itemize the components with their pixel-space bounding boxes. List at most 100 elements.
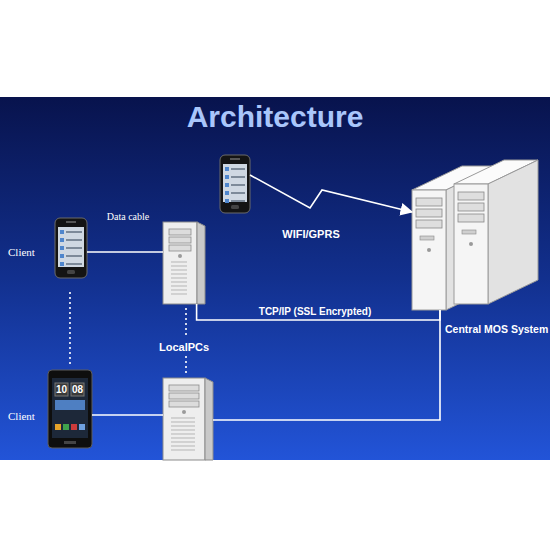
drive-bay <box>169 385 199 391</box>
server-node: Central MOS System <box>412 160 546 310</box>
vent-line <box>171 450 195 451</box>
vent-line <box>171 430 195 431</box>
power-button <box>427 248 431 252</box>
app-icon <box>79 424 85 430</box>
drive-slot <box>420 236 434 240</box>
vent-line <box>171 294 187 295</box>
dotted-line <box>69 292 71 364</box>
app-icon <box>71 424 77 430</box>
vent-line <box>171 282 187 283</box>
client-phone: Client <box>48 370 92 448</box>
vent-line <box>171 426 195 427</box>
mobile-phone <box>220 155 250 213</box>
screen-icon <box>60 262 64 266</box>
phone-screen <box>52 378 88 438</box>
connector-line <box>197 304 440 320</box>
screen-icon <box>60 238 64 242</box>
connector-line <box>213 310 440 420</box>
phone-screen <box>223 164 247 202</box>
device-illustration <box>48 370 92 448</box>
app-icon <box>63 424 69 430</box>
connector-label: TCP/IP (SSL Encrypted) <box>259 306 371 318</box>
screen-icon <box>60 246 64 250</box>
screen-row <box>231 184 245 186</box>
vent-line <box>171 438 195 439</box>
drive-bay <box>458 192 484 200</box>
device-label: Client <box>8 246 35 259</box>
vent-line <box>171 434 195 435</box>
screen-row <box>66 263 82 265</box>
vent-line <box>171 286 187 287</box>
connector-label: Data cable <box>107 211 149 223</box>
drive-bay <box>416 198 442 206</box>
dotted-line <box>185 356 187 376</box>
vent-line <box>171 422 195 423</box>
drive-bay <box>416 209 442 217</box>
vent-line <box>171 274 187 275</box>
drive-bay <box>169 245 191 251</box>
client-phone: Client <box>55 218 87 278</box>
vent-line <box>171 418 195 419</box>
screen-row <box>231 192 245 194</box>
phone-speaker <box>230 158 240 160</box>
screen-row <box>231 168 245 170</box>
clock-tile <box>71 383 84 396</box>
screen-row <box>66 231 82 233</box>
device-label: Client <box>8 410 35 423</box>
screen-row <box>231 176 245 178</box>
phone-body <box>55 218 87 278</box>
screen-icon <box>225 191 229 195</box>
screen-row <box>66 255 82 257</box>
device-illustration <box>163 378 213 460</box>
vent-line <box>171 278 187 279</box>
pc-front <box>163 222 197 304</box>
app-icon <box>55 424 61 430</box>
connector-group <box>87 175 440 420</box>
device-illustration <box>55 218 87 278</box>
pc-side <box>197 222 205 304</box>
server-side <box>446 166 496 310</box>
phone-speaker <box>66 221 76 223</box>
phone-button <box>231 205 239 209</box>
phone-body <box>48 370 92 448</box>
clock-digits: 08 <box>71 383 84 396</box>
local-pc <box>163 378 213 460</box>
drive-bay <box>169 393 199 399</box>
device-illustration <box>220 155 250 213</box>
screen-icon <box>225 175 229 179</box>
device-illustration <box>163 222 205 304</box>
phone-button <box>64 441 76 444</box>
vent-line <box>171 290 187 291</box>
screen-icon <box>60 254 64 258</box>
pc-front <box>163 378 205 460</box>
vent-line <box>171 266 187 267</box>
weather-strip <box>55 400 85 410</box>
power-button <box>178 254 182 258</box>
screen-row <box>66 247 82 249</box>
connector-label: WIFI/GPRS <box>282 228 339 241</box>
drive-bay <box>169 401 199 407</box>
clock-tile <box>55 383 68 396</box>
screen-icon <box>225 167 229 171</box>
local-pc: LocalPCs <box>163 222 205 304</box>
vent-line <box>171 270 187 271</box>
screen-row <box>231 200 245 202</box>
drive-bay <box>416 220 442 228</box>
drive-slot <box>462 230 476 234</box>
device-label: Central MOS System <box>445 323 548 336</box>
connector-line <box>87 251 163 253</box>
connector-line <box>92 414 163 416</box>
phone-body <box>220 155 250 213</box>
vent-line <box>171 442 195 443</box>
screen-icon <box>60 230 64 234</box>
drive-bay <box>458 203 484 211</box>
screen-icon <box>225 199 229 203</box>
pc-side <box>205 378 213 460</box>
device-label: LocalPCs <box>159 341 209 354</box>
server-front <box>454 184 488 304</box>
vent-line <box>171 446 195 447</box>
power-button <box>469 242 473 246</box>
screen-icon <box>225 183 229 187</box>
power-button <box>182 410 186 414</box>
